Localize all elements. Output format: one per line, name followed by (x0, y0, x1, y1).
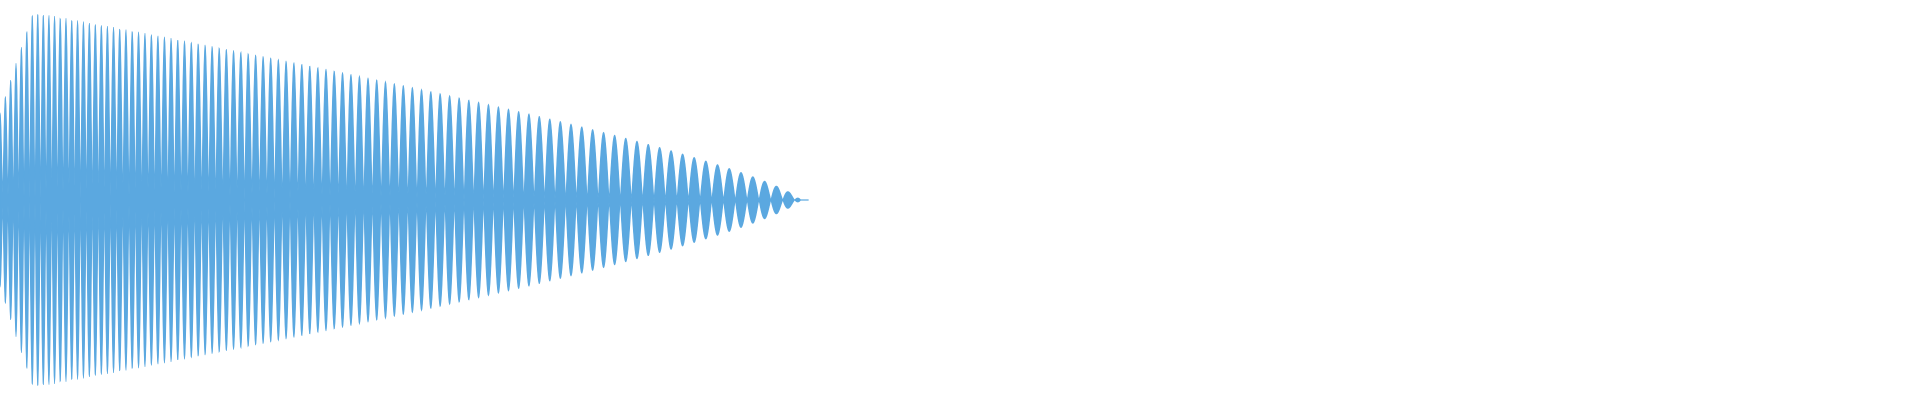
waveform-view[interactable] (0, 0, 1920, 400)
audio-waveform[interactable] (0, 0, 1920, 400)
